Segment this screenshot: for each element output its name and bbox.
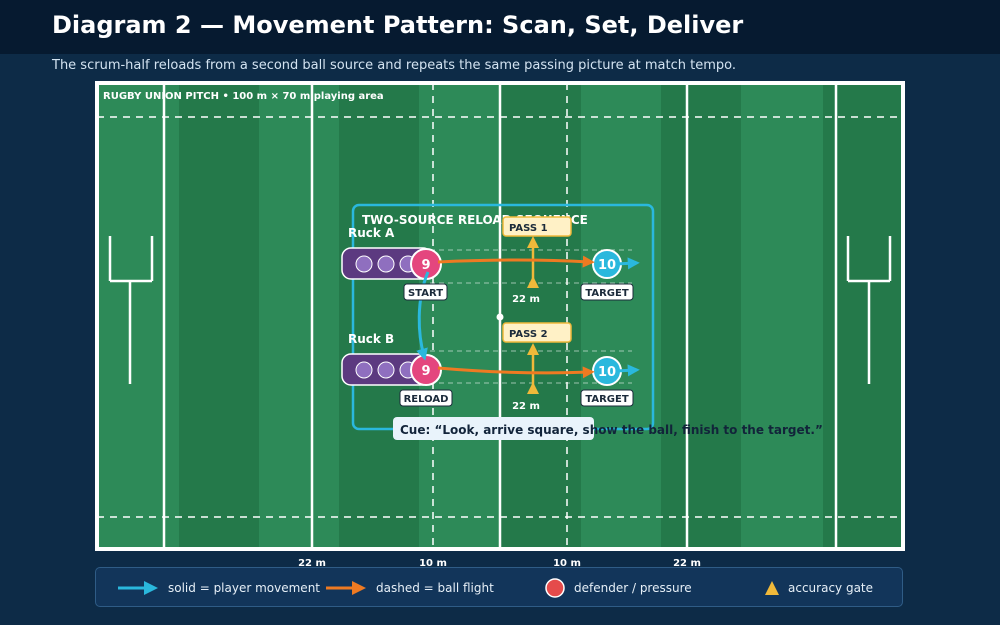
right-goal-posts <box>846 236 892 384</box>
cyan-arrow-icon <box>118 581 158 595</box>
pass-2-label: PASS 2 <box>502 322 572 343</box>
coaching-cue: Cue: “Look, arrive square, show the ball… <box>393 417 823 440</box>
target-tag-a-text: TARGET <box>585 288 629 299</box>
marking-22m-right: 22 m <box>673 558 701 569</box>
reload-tag-text: RELOAD <box>404 394 449 405</box>
yellow-triangle-icon <box>765 581 779 595</box>
pass-1-label: PASS 1 <box>502 216 572 237</box>
pitch-lines <box>95 81 905 551</box>
scrum-half-a-number: 9 <box>421 258 430 273</box>
pitch-label: RUGBY UNION PITCH • 100 m × 70 m playing… <box>103 91 384 102</box>
pass-2-distance: 22 m <box>512 401 540 412</box>
orange-arrow-icon <box>326 581 366 595</box>
legend: solid = player movement dashed = ball fl… <box>95 567 903 607</box>
marking-10m-left: 10 m <box>419 558 447 569</box>
target-tag-b: TARGET <box>580 389 634 407</box>
page-subtitle: The scrum-half reloads from a second bal… <box>52 58 737 73</box>
pitch-field <box>97 83 903 549</box>
marking-10m-right: 10 m <box>553 558 581 569</box>
reload-tag: RELOAD <box>399 389 453 407</box>
ruck-b-label: Ruck B <box>348 332 394 346</box>
marking-22m-left: 22 m <box>298 558 326 569</box>
ruck-a-label: Ruck A <box>348 226 395 240</box>
legend-item-gate: accuracy gate <box>764 568 873 608</box>
red-circle-icon <box>545 578 565 598</box>
receiver-a-run-arrow <box>615 257 640 270</box>
start-tag-text: START <box>408 288 443 299</box>
legend-defender-label: defender / pressure <box>574 581 692 595</box>
receiver-b-number: 10 <box>598 365 616 380</box>
header-bar: Diagram 2 — Movement Pattern: Scan, Set,… <box>0 0 1000 54</box>
left-goal-posts <box>108 236 154 384</box>
pass-2-flight-arrow <box>437 366 595 379</box>
legend-item-movement: solid = player movement <box>116 568 320 608</box>
coaching-cue-text: Cue: “Look, arrive square, show the ball… <box>400 423 823 437</box>
reload-run-arrow <box>416 271 430 361</box>
pass-1-text: PASS 1 <box>509 223 548 234</box>
centre-spot <box>496 313 504 321</box>
legend-item-ball-flight: dashed = ball flight <box>324 568 494 608</box>
pass-1-flight-arrow <box>437 255 595 268</box>
receiver-a-number: 10 <box>598 258 616 273</box>
target-tag-b-text: TARGET <box>585 394 629 405</box>
accuracy-gate-1 <box>527 236 539 288</box>
legend-ball-flight-label: dashed = ball flight <box>376 581 494 595</box>
legend-gate-label: accuracy gate <box>788 581 874 595</box>
page-title: Diagram 2 — Movement Pattern: Scan, Set,… <box>52 11 744 39</box>
target-tag-a: TARGET <box>580 283 634 301</box>
scrum-half-b-number: 9 <box>421 364 430 379</box>
legend-movement-label: solid = player movement <box>168 581 320 595</box>
pass-2-text: PASS 2 <box>509 329 548 340</box>
legend-item-defender: defender / pressure <box>544 568 692 608</box>
scrum-half-reload: 9 <box>410 354 442 386</box>
pass-1-distance: 22 m <box>512 294 540 305</box>
start-tag: START <box>403 283 448 301</box>
receiver-b-run-arrow <box>615 364 640 377</box>
